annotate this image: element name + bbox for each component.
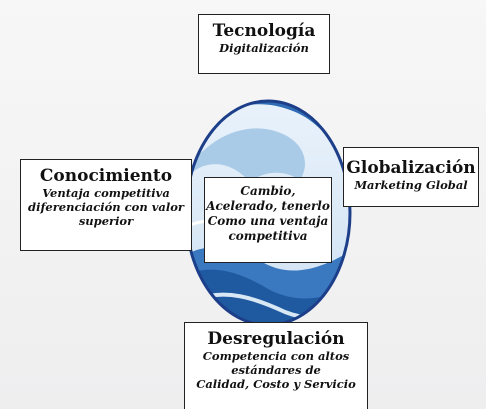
node-conocimiento-title: Conocimiento	[39, 166, 173, 186]
node-center-line-2: Acelerado, tenerlo	[206, 199, 330, 213]
node-center: Cambio, Acelerado, tenerlo Como una vent…	[204, 177, 332, 263]
node-conocimiento-line-1: Ventaja competitiva	[42, 186, 170, 200]
node-globalizacion-subtitle: Marketing Global	[354, 178, 468, 192]
node-tecnologia-title: Tecnología	[212, 21, 316, 41]
node-desregulacion-line-1: Competencia con altos	[202, 349, 350, 363]
node-conocimiento: Conocimiento Ventaja competitiva diferen…	[20, 159, 192, 251]
node-desregulacion-line-2: estándares de	[231, 363, 321, 377]
node-center-line-4: competitiva	[228, 229, 308, 243]
node-conocimiento-line-3: superior	[78, 214, 134, 228]
node-desregulacion-title: Desregulación	[207, 329, 345, 349]
node-tecnologia: Tecnología Digitalización	[198, 14, 330, 74]
node-center-line-1: Cambio,	[240, 184, 296, 198]
node-desregulacion: Desregulación Competencia con altos está…	[184, 322, 368, 409]
node-desregulacion-line-3: Calidad, Costo y Servicio	[196, 377, 356, 391]
wave-curl-light	[186, 128, 305, 182]
node-tecnologia-subtitle: Digitalización	[219, 41, 309, 55]
node-center-line-3: Como una ventaja	[207, 214, 329, 228]
node-globalizacion: Globalización Marketing Global	[343, 147, 479, 207]
node-conocimiento-line-2: diferenciación con valor	[28, 200, 184, 214]
node-globalizacion-title: Globalización	[346, 158, 476, 178]
